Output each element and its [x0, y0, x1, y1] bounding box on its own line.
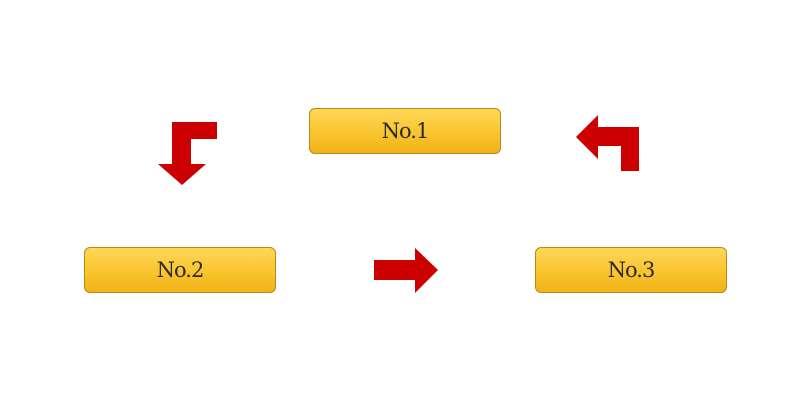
step-label-no1: No.1	[381, 119, 430, 143]
step-box-no1: No.1	[309, 108, 501, 154]
step-label-no2: No.2	[156, 258, 205, 282]
step-label-no3: No.3	[607, 258, 656, 282]
step-box-no2: No.2	[84, 247, 276, 293]
arrow-right-icon	[374, 248, 438, 293]
bent-arrow-down-icon	[158, 122, 217, 185]
step-box-no3: No.3	[535, 247, 727, 293]
bent-arrow-up-left-icon	[576, 115, 639, 171]
